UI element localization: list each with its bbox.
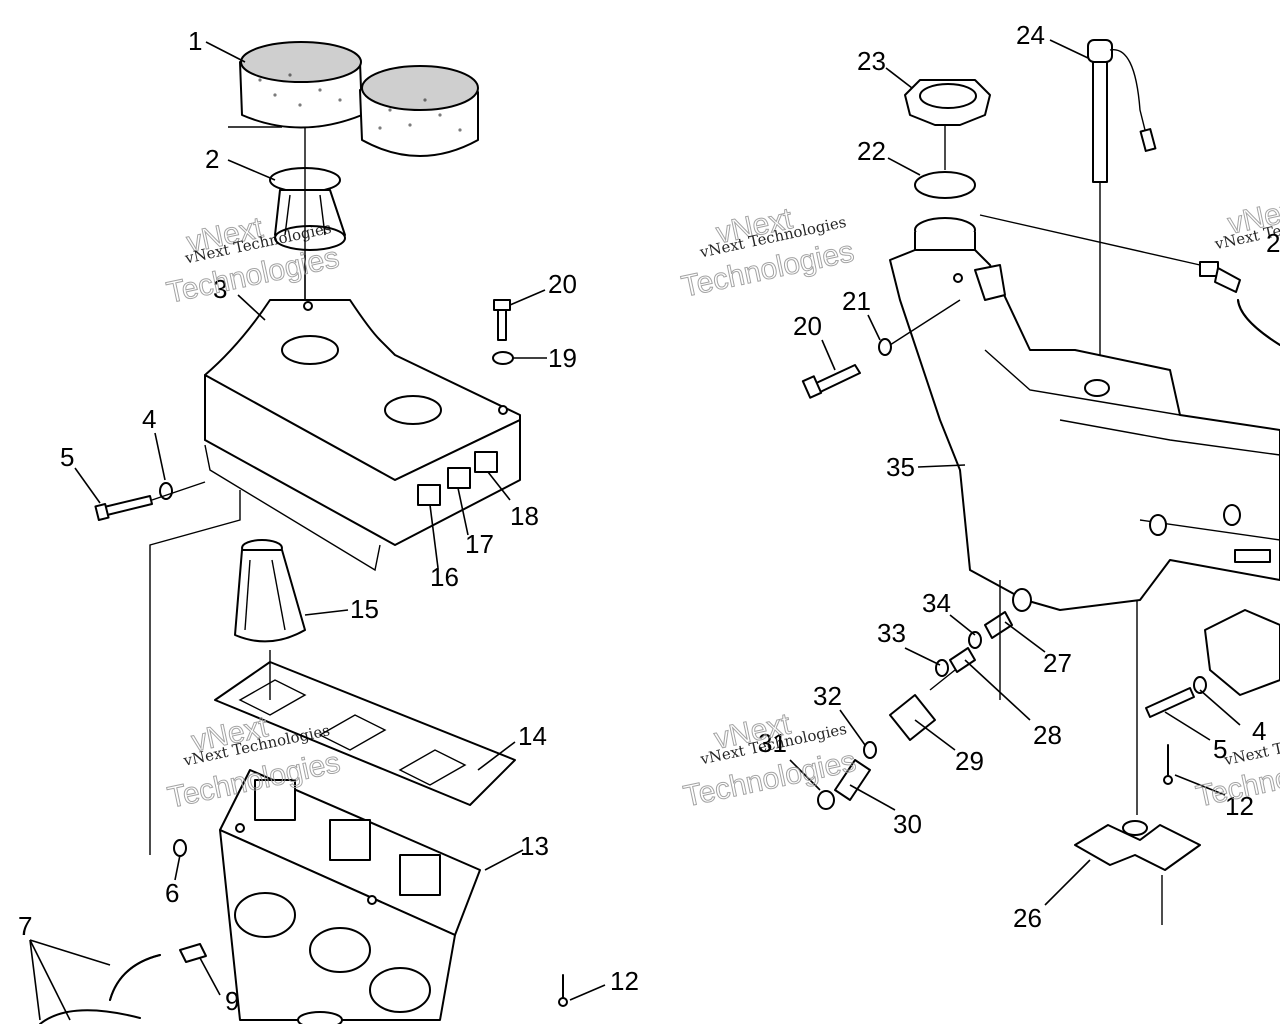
- watermark-small-6: vNext Technologies: [1222, 721, 1280, 770]
- callout-26: 26: [1013, 903, 1042, 933]
- gasket-part: [214, 661, 516, 806]
- foam-filter-part: [228, 41, 479, 157]
- callout-5-right: 5: [1213, 734, 1227, 764]
- callout-35: 35: [886, 452, 915, 482]
- callout-23: 23: [857, 46, 886, 76]
- seal-ring-part: [914, 171, 976, 199]
- callout-12-left: 12: [610, 966, 639, 996]
- intake-boot-part: [234, 539, 306, 643]
- callout-28: 28: [1033, 720, 1062, 750]
- callout-4-left: 4: [142, 404, 156, 434]
- callout-19: 19: [548, 343, 577, 373]
- callout-30: 30: [893, 809, 922, 839]
- airbox-base-part: [219, 769, 481, 1024]
- callout-1: 1: [188, 26, 202, 56]
- fuel-tank-part: [889, 217, 1280, 612]
- fuel-cap-part: [904, 79, 991, 170]
- callout-labels: 1 2 3 4 5 6 7 9 12 13 14 15 16 17 18 19 …: [18, 20, 1280, 1016]
- callout-15: 15: [350, 594, 379, 624]
- leader-lines: [29, 39, 1241, 1021]
- callout-14: 14: [518, 721, 547, 751]
- callout-24: 24: [1016, 20, 1045, 50]
- callout-13: 13: [520, 831, 549, 861]
- callout-22: 22: [857, 136, 886, 166]
- callout-2-right: 2: [1266, 228, 1280, 258]
- callout-31: 31: [758, 728, 787, 758]
- callout-34: 34: [922, 588, 951, 618]
- callout-6: 6: [165, 878, 179, 908]
- callout-4-right: 4: [1252, 716, 1266, 746]
- callout-16: 16: [430, 562, 459, 592]
- bracket-part: [999, 580, 1280, 925]
- callout-20-right: 20: [793, 311, 822, 341]
- callout-12-right: 12: [1225, 791, 1254, 821]
- small-hardware-part: [39, 839, 568, 1024]
- bolt-part: [94, 482, 173, 522]
- callout-17: 17: [465, 529, 494, 559]
- bolt-part-top: [492, 299, 514, 365]
- callout-33: 33: [877, 618, 906, 648]
- vent-fitting-part: [979, 214, 1280, 346]
- callout-32: 32: [813, 681, 842, 711]
- callout-9: 9: [225, 986, 239, 1016]
- callout-29: 29: [955, 746, 984, 776]
- callout-18: 18: [510, 501, 539, 531]
- watermark-group: vNext vNext Technologies Technologies: [678, 202, 857, 305]
- callout-20-left: 20: [548, 269, 577, 299]
- fuel-filter-part: [817, 611, 1013, 810]
- callout-27: 27: [1043, 648, 1072, 678]
- callout-5-left: 5: [60, 442, 74, 472]
- fuel-sender-part: [1087, 39, 1157, 375]
- callout-3: 3: [213, 274, 227, 304]
- callout-2: 2: [205, 144, 219, 174]
- callout-21: 21: [842, 286, 871, 316]
- tank-bolt-part: [801, 299, 961, 399]
- airbox-cover-part: [204, 299, 521, 572]
- callout-7: 7: [18, 911, 32, 941]
